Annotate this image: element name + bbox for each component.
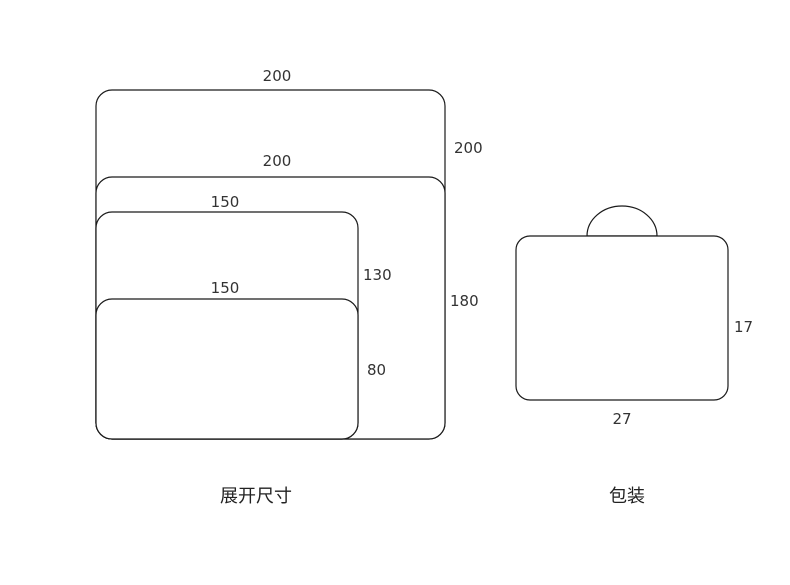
package-width-label: 27 xyxy=(612,410,631,428)
medium-width-label: 150 xyxy=(211,193,240,211)
small-height-label: 80 xyxy=(367,361,386,379)
package-group: 17 27 包装 xyxy=(515,205,753,507)
package-height-label: 17 xyxy=(734,318,753,336)
unfolded-caption: 展开尺寸 xyxy=(220,486,292,507)
large-height-label: 180 xyxy=(450,292,479,310)
large-width-label: 200 xyxy=(263,152,292,170)
outer-width-label: 200 xyxy=(263,67,292,85)
outer-height-label: 200 xyxy=(454,139,483,157)
package-body xyxy=(515,235,729,401)
package-caption: 包装 xyxy=(609,486,645,507)
small-rect-150x80 xyxy=(95,298,359,440)
package-handle xyxy=(586,205,658,237)
small-width-label: 150 xyxy=(211,279,240,297)
medium-height-label: 130 xyxy=(363,266,392,284)
unfolded-sizes-group: 200 200 200 180 150 130 150 80 展开尺寸 xyxy=(95,67,483,507)
